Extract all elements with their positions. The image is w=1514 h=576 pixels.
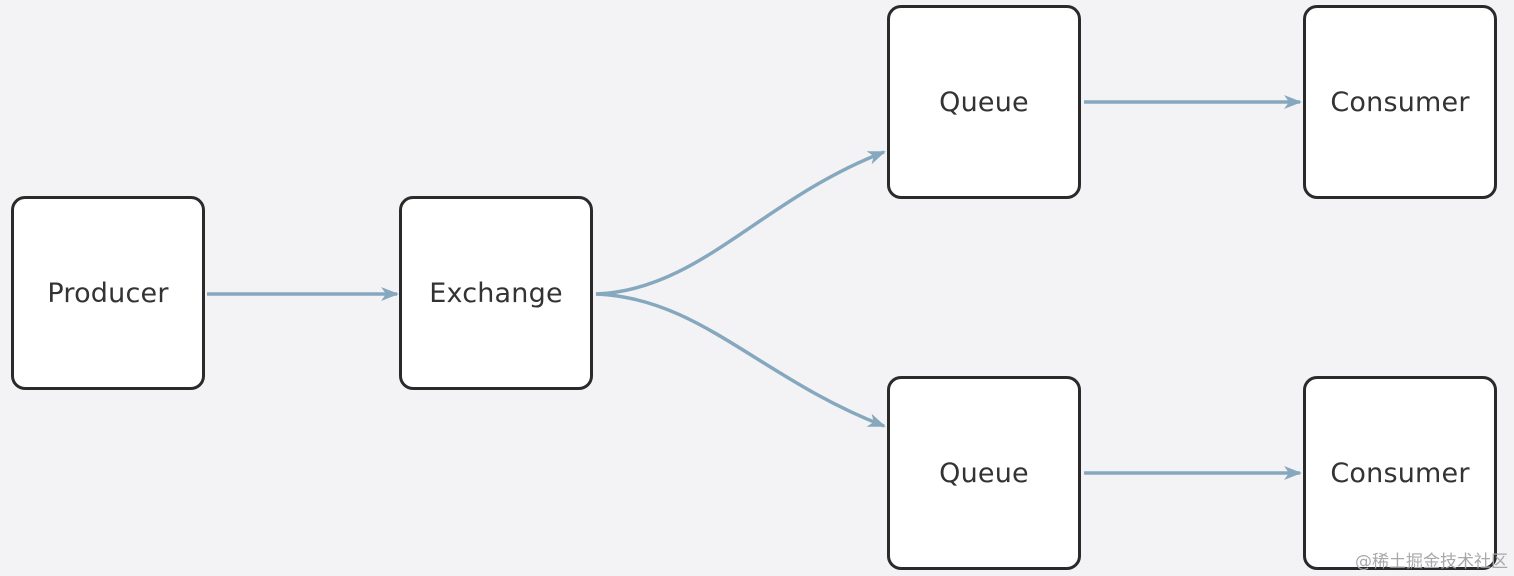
queue-node-top: Queue bbox=[887, 5, 1081, 199]
queue-label-bottom: Queue bbox=[939, 457, 1029, 489]
producer-label: Producer bbox=[47, 277, 169, 309]
queue-label-top: Queue bbox=[939, 86, 1029, 118]
queue-node-bottom: Queue bbox=[887, 376, 1081, 570]
exchange-label: Exchange bbox=[429, 277, 563, 309]
producer-node: Producer bbox=[11, 196, 205, 390]
exchange-node: Exchange bbox=[399, 196, 593, 390]
consumer-node-bottom: Consumer bbox=[1303, 376, 1497, 570]
consumer-label-bottom: Consumer bbox=[1330, 457, 1470, 489]
consumer-node-top: Consumer bbox=[1303, 5, 1497, 199]
edge-exchange-queue-2 bbox=[595, 292, 886, 428]
consumer-label-top: Consumer bbox=[1330, 86, 1470, 118]
edge-exchange-queue-1 bbox=[595, 150, 886, 296]
watermark: @稀土掘金技术社区 bbox=[1355, 552, 1508, 572]
